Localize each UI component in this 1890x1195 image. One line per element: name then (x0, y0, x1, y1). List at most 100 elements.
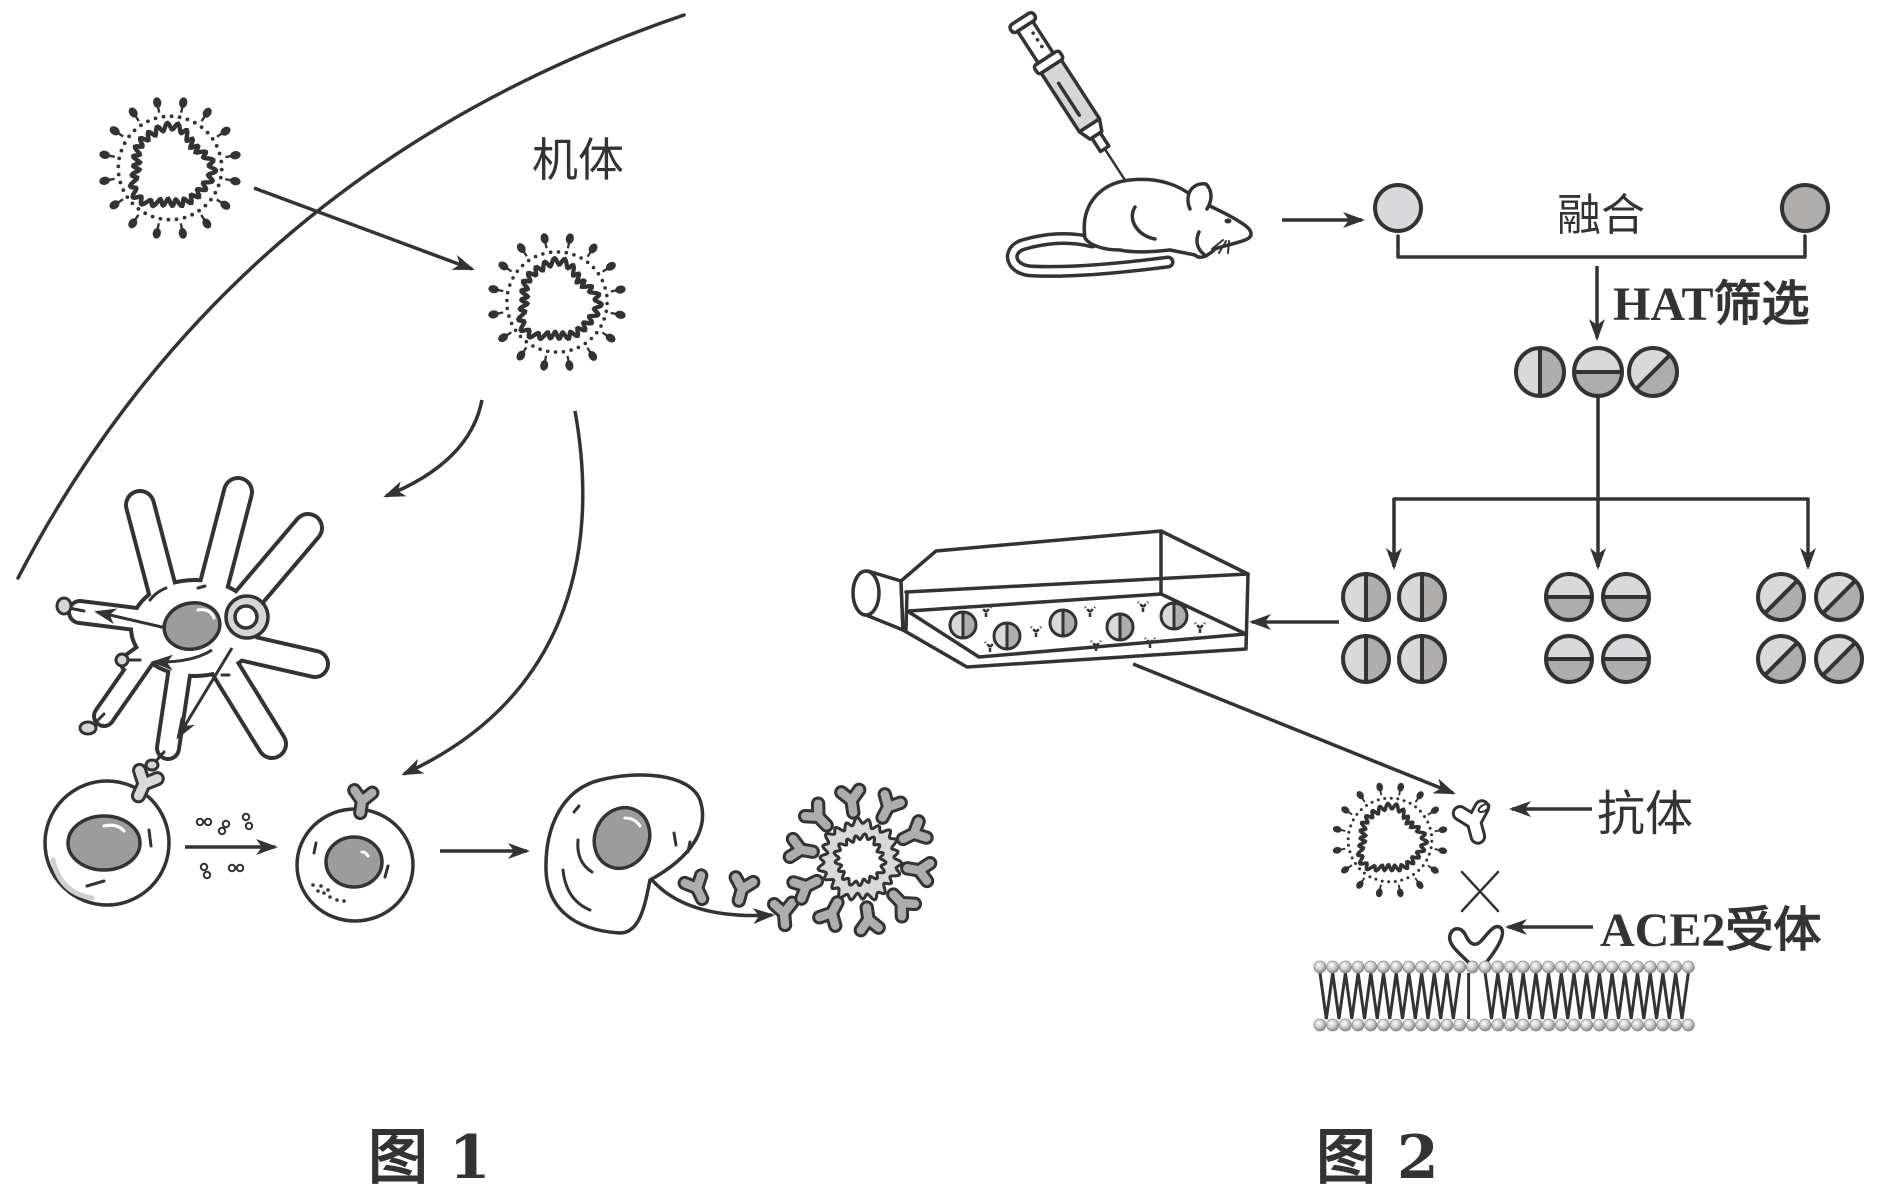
virus-spike-head (565, 360, 574, 371)
cell-outline (1397, 572, 1447, 622)
virus-membrane-dot (505, 290, 510, 295)
virus-membrane-dot (605, 301, 609, 306)
receptor-label: ACE2受体 (1600, 904, 1821, 957)
lipid-head (1631, 1018, 1644, 1032)
body-boundary-curve (16, 13, 686, 580)
figure-1: 机体 (16, 13, 938, 1193)
b-cell-mark (383, 864, 390, 879)
mouse-whisker (1227, 240, 1230, 254)
virus-spike-head (540, 360, 549, 371)
lipid-head (1605, 1018, 1619, 1032)
presented-antigen (144, 758, 160, 772)
monoclonal-cell-groups (1341, 572, 1864, 684)
hybridoma-cell-icon (1601, 572, 1651, 622)
lipid-head (1415, 960, 1428, 974)
granule-dot (311, 883, 315, 887)
virus-membrane-dot (210, 137, 215, 141)
antibody-icon (130, 762, 165, 804)
antibody-fill (815, 898, 842, 930)
antibody-fill (731, 873, 758, 905)
virus-membrane-dot (556, 250, 561, 254)
virus-membrane-dot (1421, 864, 1425, 868)
virus-membrane-dot (513, 328, 518, 333)
virus-membrane-dot (1412, 873, 1415, 876)
syringe-mark (1040, 44, 1044, 49)
cell-outline (1544, 572, 1594, 622)
lipid-head (1656, 960, 1670, 974)
plasma-cell-er (686, 840, 692, 854)
virus-membrane-dot (1365, 804, 1368, 807)
virus-membrane-dot (1393, 880, 1397, 883)
flask-medium-bottom (907, 610, 1248, 659)
cell-dark-half (1764, 642, 1805, 683)
virus-membrane-dot (197, 208, 202, 213)
granule-dot (335, 898, 339, 902)
lipid-head (1313, 1018, 1327, 1032)
hybridoma-cell-icon (1756, 572, 1806, 622)
t-cell-nucleus (66, 814, 142, 872)
hybridoma-cell-icon (1159, 601, 1189, 631)
virus-membrane-dot (602, 317, 606, 321)
cell-outline (1756, 572, 1806, 622)
antibody-icon (895, 814, 934, 847)
virus-spike-head (1341, 806, 1350, 814)
plasma-cell-icon (544, 773, 705, 935)
cell-dark-half (1822, 580, 1863, 621)
virus-membrane-dot (1349, 824, 1353, 828)
lipid-head (1339, 960, 1352, 974)
cell-outline (1601, 572, 1651, 622)
antigen-presentation-arrow (94, 608, 167, 630)
virus-membrane-dot (583, 341, 588, 346)
virus-membrane-dot (122, 141, 127, 146)
virus-membrane-dot (116, 172, 121, 177)
hybridoma-cell-icon (1105, 612, 1135, 642)
virus-membrane-dot (1347, 830, 1351, 834)
lipid-head (1453, 960, 1467, 974)
virus-membrane-dot (116, 164, 121, 169)
antibody-fill (800, 799, 831, 830)
cytokine-dot (235, 863, 245, 873)
lipid-head (1542, 1018, 1555, 1032)
cell-dark-half (1546, 597, 1592, 620)
cytokine-dot (221, 819, 231, 829)
t-cell-nucleus-highlight (102, 823, 126, 833)
lipid-head (1567, 1018, 1581, 1032)
antibody-fill (856, 903, 883, 935)
cytokine-dot (203, 817, 213, 827)
lipid-head (1351, 1018, 1365, 1032)
antibody-icon (900, 856, 938, 889)
lipid-head (1427, 960, 1441, 974)
virus-spike-head (516, 243, 526, 254)
flask-contents (948, 601, 1206, 652)
antibody-fill (785, 834, 817, 861)
antibody-fill (789, 876, 822, 903)
virus-spike-head (1341, 866, 1350, 874)
cell-outline (1572, 346, 1624, 398)
secreted-antibody-mark (984, 641, 996, 652)
virus-membrane-dot (541, 252, 545, 256)
b-cell-nucleus (324, 835, 384, 889)
cell-outline (1397, 634, 1447, 684)
secreted-antibody-mark (1144, 637, 1156, 648)
lipid-head (1567, 960, 1581, 974)
cell-dark-half (1574, 372, 1622, 396)
antigen-presenting-cell-icon (55, 476, 330, 761)
t-cell-mark (147, 828, 153, 848)
virus-membrane-dot (1387, 880, 1391, 884)
virus-spike-head (1416, 880, 1424, 889)
virus-membrane-dot (169, 114, 174, 119)
lipid-head (1440, 960, 1454, 974)
virus-membrane-dot (520, 263, 525, 268)
t-cell-receptor-icon (130, 762, 165, 804)
antibody-icon (797, 796, 834, 833)
antibody-fill (680, 871, 707, 904)
cell-divider (1763, 641, 1799, 677)
virus-spike-head (1356, 880, 1364, 889)
cell-dark-half (1540, 348, 1564, 396)
virus-membrane-dot (603, 286, 607, 290)
virus-spike-head (153, 97, 162, 108)
virus-membrane-dot (589, 336, 594, 341)
flask-edge (904, 590, 909, 632)
virus-membrane-dot (596, 271, 601, 276)
syringe-hub (1090, 130, 1111, 154)
